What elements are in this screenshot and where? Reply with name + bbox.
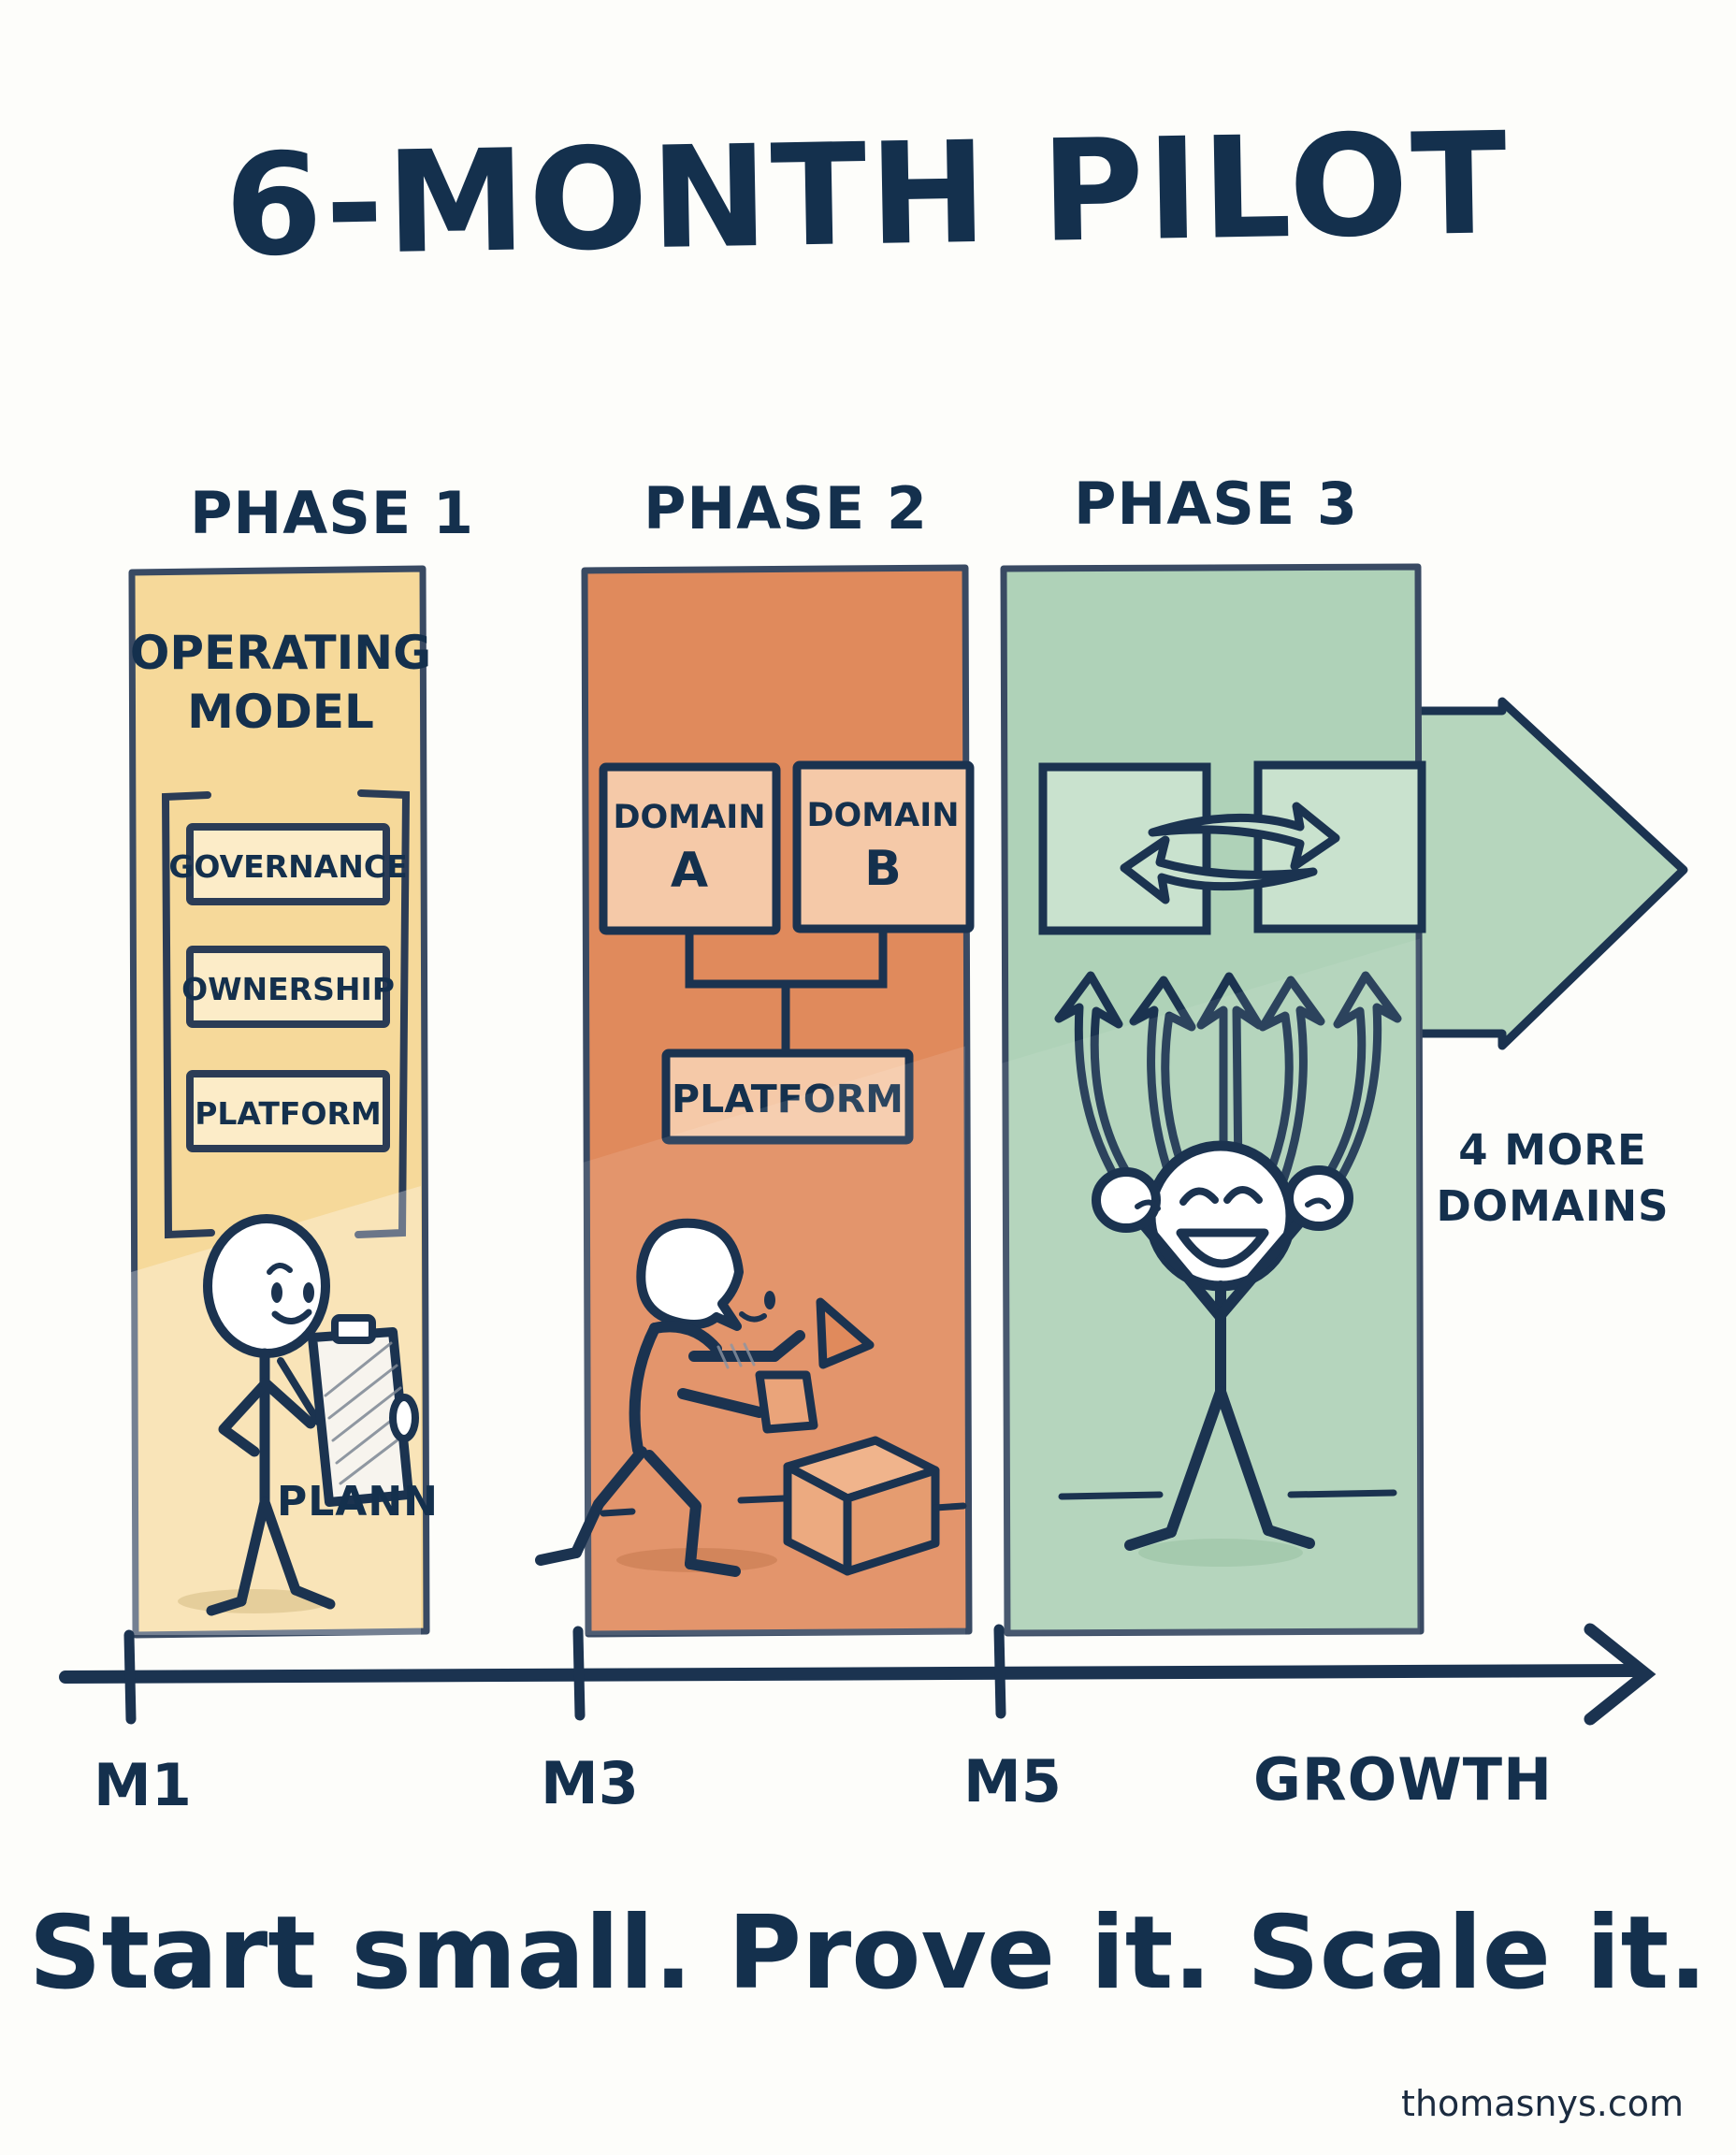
scale-note-line2: DOMAINS [1436,1181,1669,1231]
item-box [186,946,390,1028]
phase-2-connectors [685,924,888,1060]
domain-b-title: DOMAIN [806,797,959,834]
operating-model-bracket [161,789,411,1239]
item-label-platform: PLATFORM [195,1095,382,1132]
operating-model-heading-line1: OPERATING [130,626,431,680]
operating-model-heading-line2: MODEL [187,685,374,739]
timeline-tick-label-m5: M5 [963,1747,1062,1815]
timeline-tick [572,1626,586,1721]
phase-2-platform-box [661,1049,914,1145]
phase-3-scale-boxes [1038,760,1426,935]
phase-2-label: PHASE 2 [644,474,928,542]
footer-watermark: thomasnys.com [1401,2083,1684,2124]
scale-note-line1: 4 MORE [1458,1125,1646,1175]
phase-1-label: PHASE 1 [190,479,474,547]
item-box [186,823,390,905]
timeline-tick-label-m3: M3 [541,1749,639,1817]
scaling-arrows [1054,971,1402,1188]
phase-2-platform-label: PLATFORM [672,1077,904,1121]
item-label-ownership: OWNERSHIP [181,971,395,1007]
tagline: Start small. Prove it. Scale it. [29,1895,1708,2012]
timeline-tick [123,1629,137,1725]
celebrating-stick-figure [1058,1140,1397,1567]
timeline-axis [59,1623,1656,1726]
timeline-end-label: GROWTH [1253,1745,1553,1814]
planner-stick-figure [178,1214,419,1616]
item-box [186,1070,390,1152]
page-title: 6-MONTH PILOT [224,103,1512,288]
timeline-tick-label-m1: M1 [94,1751,192,1819]
domain-a-title: DOMAIN [613,799,765,836]
scale-box-right [1253,760,1426,933]
phase-1-caption: PLANN [277,1478,439,1526]
builder-stick-figure [535,1218,967,1577]
phase-1-light-band [131,1185,421,1635]
operating-model-items: GOVERNANCE OWNERSHIP PLATFORM [168,823,408,1152]
scale-box-left [1038,762,1211,935]
item-label-governance: GOVERNANCE [168,848,407,885]
phase-2-domain-boxes: DOMAIN A DOMAIN B [599,760,975,935]
domain-b-letter: B [864,841,902,897]
phase-3-label: PHASE 3 [1074,470,1358,538]
domain-a-letter: A [671,843,708,899]
timeline-tick [993,1624,1006,1719]
exchange-arrows-icon [1120,802,1340,904]
